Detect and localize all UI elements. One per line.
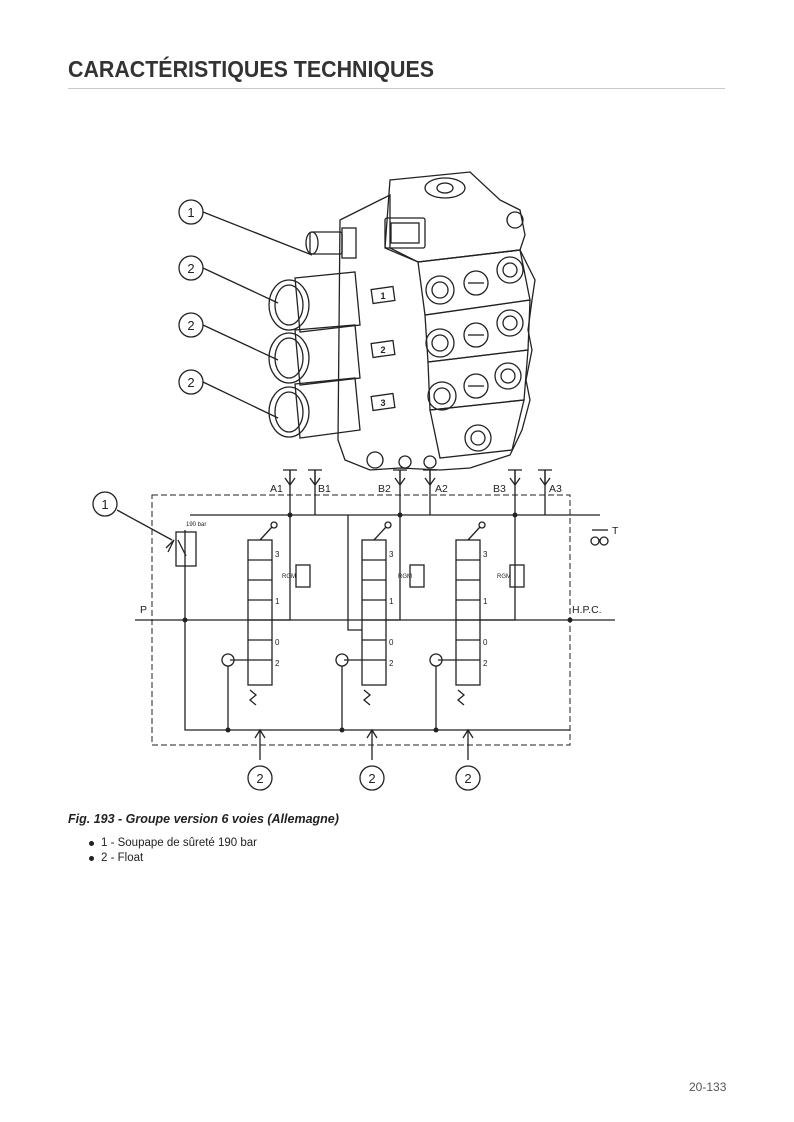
valve-block-illustration xyxy=(268,171,536,471)
spool2-pos-1: 1 xyxy=(389,597,394,606)
figure-caption: Fig. 193 - Groupe version 6 voies (Allem… xyxy=(68,812,339,826)
rgm-label-2: RGM xyxy=(398,574,412,580)
spool3-pos-3: 3 xyxy=(483,550,488,559)
callout-top-2: 2 xyxy=(187,261,194,276)
callout-bottom-3: 2 xyxy=(464,771,471,786)
spool3-pos-1: 1 xyxy=(483,597,488,606)
port-label-a2: A2 xyxy=(435,483,448,495)
spool1-pos-0: 0 xyxy=(275,638,280,647)
figure-legend: 1 - Soupape de sûreté 190 bar 2 - Float xyxy=(87,836,257,866)
spool-3 xyxy=(429,515,516,730)
port-label-b1: B1 xyxy=(318,483,331,495)
callout-top-1: 1 xyxy=(187,205,194,220)
callout-2a-top xyxy=(178,255,204,281)
spool2-pos-0: 0 xyxy=(389,638,394,647)
callout-2c-top xyxy=(178,369,204,395)
section-number-1: 1 xyxy=(380,291,385,301)
rgm-label-1: RGM xyxy=(282,574,296,580)
section-number-2: 2 xyxy=(380,345,385,355)
callout-top-4: 2 xyxy=(187,375,194,390)
spool1-pos-3: 3 xyxy=(275,550,280,559)
hydraulic-figure: 1 2 2 2 1 2 2 2 A1 B1 B2 A2 B3 A3 T P H.… xyxy=(92,171,619,791)
legend-item: 2 - Float xyxy=(87,851,257,866)
callout-2-bottom-b xyxy=(359,765,385,791)
spool2-pos-3: 3 xyxy=(389,550,394,559)
legend-item: 1 - Soupape de sûreté 190 bar xyxy=(87,836,257,851)
port-label-a3: A3 xyxy=(549,483,562,495)
spool1-pos-2: 2 xyxy=(275,659,280,668)
port-label-a1: A1 xyxy=(270,483,283,495)
page-title: CARACTÉRISTIQUES TECHNIQUES xyxy=(68,56,435,82)
hpc-label: H.P.C. xyxy=(572,604,602,616)
callout-bottom-2: 2 xyxy=(368,771,375,786)
pressure-label: P xyxy=(140,604,147,616)
page-number: 20-133 xyxy=(689,1080,727,1094)
spool3-pos-2: 2 xyxy=(483,659,488,668)
callout-2b-top xyxy=(178,312,204,338)
callout-2-bottom-a xyxy=(247,765,273,791)
tank-label: T xyxy=(612,525,619,537)
hydraulic-schematic xyxy=(116,469,615,760)
spool-2 xyxy=(335,515,401,730)
port-label-b2: B2 xyxy=(378,483,391,495)
section-number-3: 3 xyxy=(380,398,385,408)
callout-1-left xyxy=(92,491,118,517)
port-label-b3: B3 xyxy=(493,483,506,495)
spool1-pos-1: 1 xyxy=(275,597,280,606)
spool3-pos-0: 0 xyxy=(483,638,488,647)
callout-2-bottom-c xyxy=(455,765,481,791)
rgm-label-3: RGM xyxy=(497,574,511,580)
callout-1-top xyxy=(178,199,204,225)
relief-setting-label: 190 bar xyxy=(186,522,206,528)
callout-top-3: 2 xyxy=(187,318,194,333)
title-divider xyxy=(68,88,725,89)
spool-1 xyxy=(221,515,291,730)
spool2-pos-2: 2 xyxy=(389,659,394,668)
callout-left: 1 xyxy=(101,497,108,512)
callout-bottom-1: 2 xyxy=(256,771,263,786)
